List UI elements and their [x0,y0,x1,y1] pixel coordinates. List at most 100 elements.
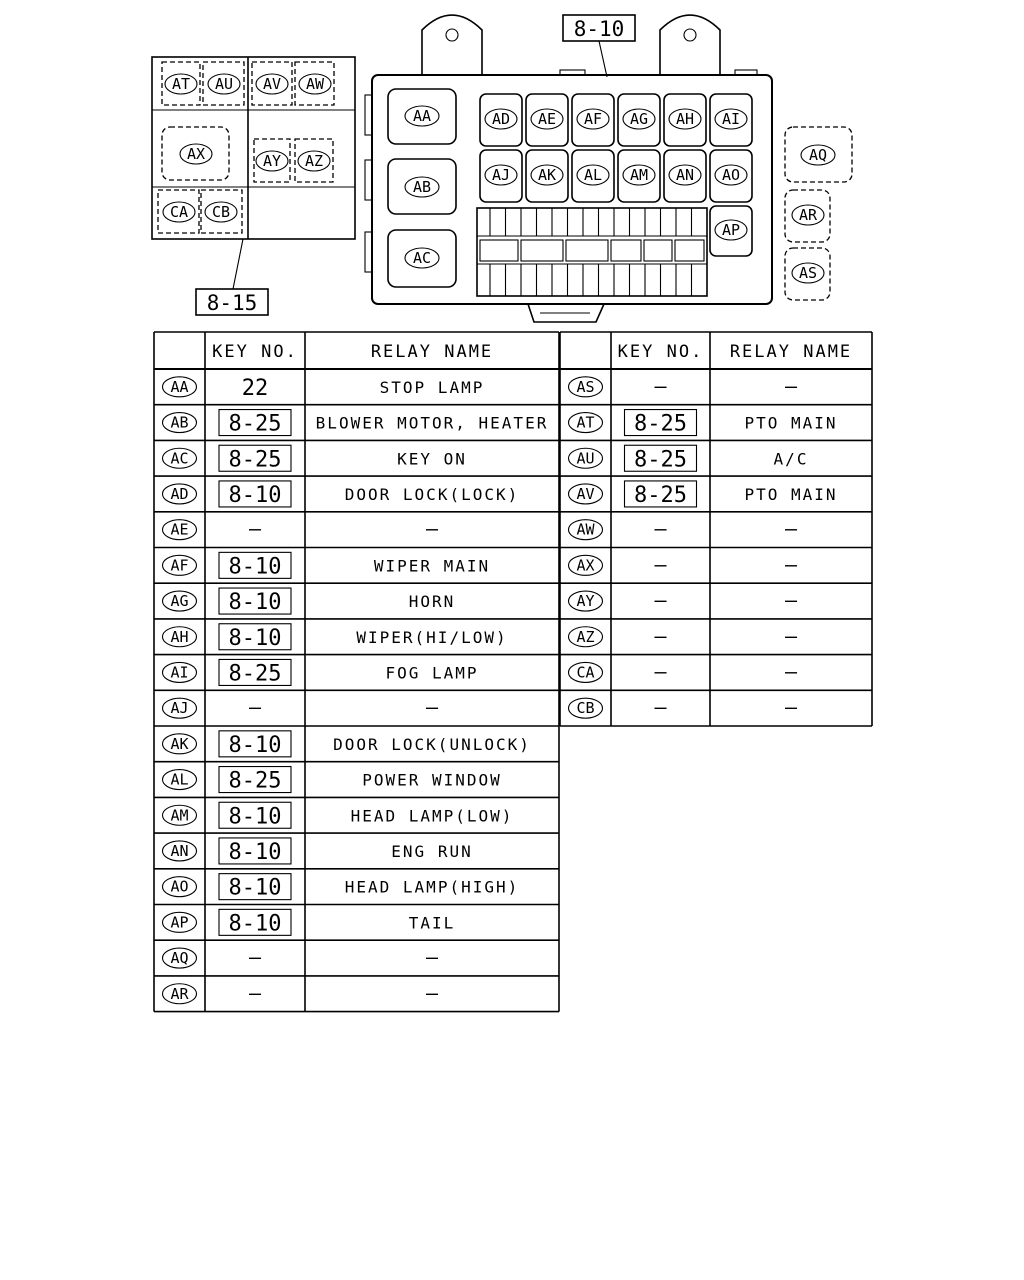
relay-label-text: AQ [809,146,827,164]
row-id-ellipse [567,590,604,612]
relay-label-text: AA [413,107,431,125]
row-key-no: — [654,588,667,612]
row-relay-name: — [785,517,798,541]
relay-label: AR [791,204,825,226]
relay-label-text: AT [172,75,190,93]
table-row: AY—— [567,588,798,612]
row-id-ellipse [161,983,198,1005]
table-row: AJ—— [161,695,439,719]
relay-label: AT [164,73,198,95]
row-id: CA [576,663,594,681]
row-relay-name: — [785,588,798,612]
relay-label: AV [255,73,289,95]
row-relay-name: A/C [774,449,809,468]
row-relay-name: WIPER MAIN [374,556,490,575]
relay-label: AN [668,164,702,186]
row-id: AD [170,485,188,503]
sub-relay-box [151,56,356,290]
relay-label: AO [714,164,748,186]
row-id: AW [576,521,595,539]
row-id-ellipse [161,876,198,898]
row-key-no: 8-10 [229,626,282,651]
row-id-ellipse [161,947,198,969]
row-id-ellipse [161,661,198,684]
right-header-key-no: KEY NO. [618,342,704,362]
row-id-ellipse [161,626,198,648]
row-id-ellipse [161,483,198,505]
relay-label-text: AD [492,110,510,128]
row-relay-name: ENG RUN [391,842,472,861]
row-key-no: 8-25 [634,483,687,508]
relay-label-text: CA [170,203,188,221]
relay-label-text: AG [630,110,648,128]
row-id-ellipse [567,483,604,505]
row-relay-name: TAIL [409,913,456,932]
relay-label-text: AS [799,264,817,282]
table-row: CA—— [567,659,798,683]
row-key-no: — [654,695,667,719]
external-relays [784,126,853,301]
key-box [623,444,698,472]
relay-label-text: AB [413,178,431,196]
row-id: AG [170,592,188,610]
row-id-ellipse [161,519,198,541]
key-box [623,480,698,508]
relay-label: AB [404,176,440,198]
relay-label-text: AM [630,166,648,184]
relay-label-text: AZ [305,152,323,170]
relay-label: AI [714,108,748,130]
relay-label: CA [162,201,196,223]
row-key-no: 8-25 [634,412,687,437]
callout-sub-box: 8-15 [195,288,269,316]
row-id: AZ [576,628,594,646]
relay-box-diagram: 8-10 8-15 AT AU AV AW AX AY AZ CA CB AA … [151,14,853,323]
row-relay-name: — [785,374,798,398]
row-relay-name: — [426,517,439,541]
row-id: AN [170,842,188,860]
relay-label-text: AK [538,166,556,184]
relay-label-text: AV [263,75,281,93]
key-box [218,623,292,651]
row-id: AB [170,414,188,432]
row-id-ellipse [161,733,198,755]
relay-label-text: AE [538,110,556,128]
row-relay-name: HEAD LAMP(HIGH) [345,878,520,897]
row-key-no: 8-25 [229,412,282,437]
row-id-ellipse [161,554,198,576]
row-relay-name: KEY ON [397,449,467,468]
row-id: AF [170,556,188,574]
row-relay-name: — [785,624,798,648]
row-key-no: — [654,374,667,398]
table-row: AU 8-25 A/C [567,444,809,472]
row-id: AL [170,771,188,789]
row-key-no: 8-10 [229,733,282,758]
row-id: AS [576,378,594,396]
row-id-ellipse [161,840,198,862]
left-header-key-no: KEY NO. [212,342,298,362]
row-id: CB [576,699,594,717]
row-key-no: 8-25 [634,447,687,472]
row-key-no: 8-10 [229,876,282,901]
row-id-ellipse [161,590,198,612]
relay-label: AE [530,108,564,130]
table-row: CB—— [567,695,798,719]
table-row: AN 8-10 ENG RUN [161,837,472,865]
table-row: AZ—— [567,624,798,648]
relay-label: AG [622,108,656,130]
row-key-no: 8-25 [229,661,282,686]
row-id-ellipse [161,911,198,933]
relay-label-text: AP [722,221,740,239]
row-id: AU [576,449,594,467]
row-id: AO [170,878,188,896]
row-id-ellipse [567,411,604,434]
key-box [218,551,292,579]
row-key-no: 8-10 [229,840,282,865]
row-key-no: — [249,695,262,719]
